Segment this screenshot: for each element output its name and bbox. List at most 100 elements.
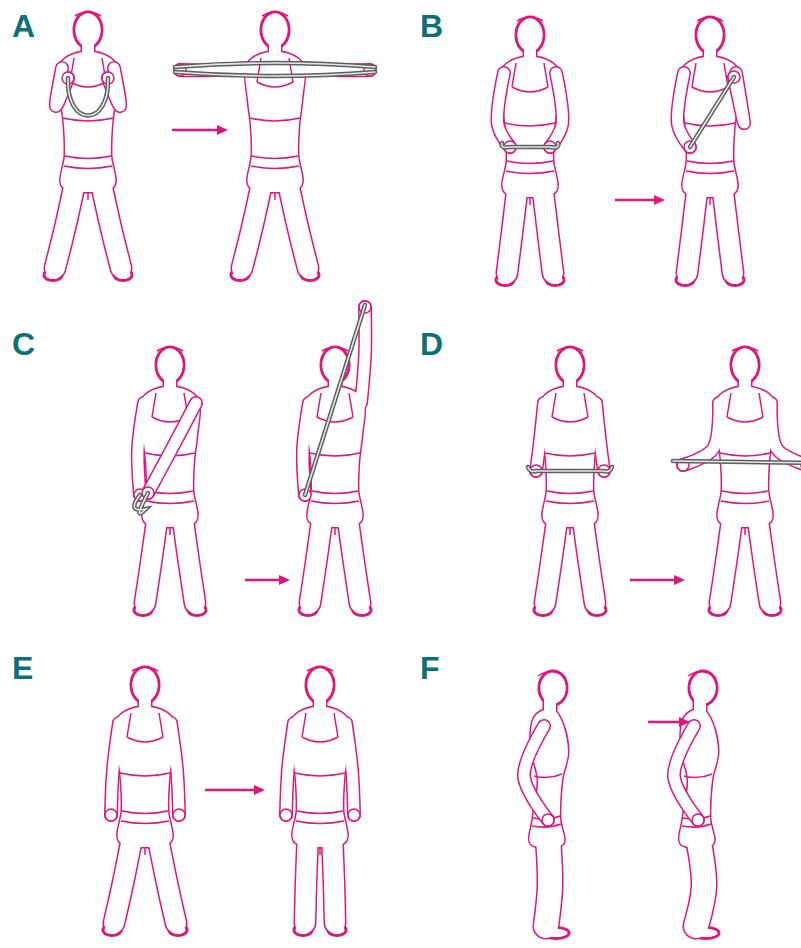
foot <box>330 926 345 934</box>
outfit-line <box>684 774 712 778</box>
foot <box>296 926 311 934</box>
person-figure <box>280 667 360 936</box>
outfit-line <box>87 192 89 200</box>
leg <box>114 833 133 923</box>
arm <box>301 68 370 70</box>
torso <box>58 51 118 192</box>
arm <box>674 726 698 820</box>
torso <box>290 706 350 847</box>
foot <box>46 271 61 279</box>
exercise-band <box>175 63 375 67</box>
torso <box>245 51 305 192</box>
leg <box>687 183 698 273</box>
outfit-line <box>274 192 276 200</box>
outfit-line <box>529 197 531 205</box>
hand <box>542 814 554 826</box>
torso <box>245 51 305 192</box>
outfit-line <box>132 667 158 671</box>
head <box>306 667 334 703</box>
torso <box>305 386 365 527</box>
outfit-line <box>251 166 299 169</box>
head <box>133 669 158 702</box>
foot <box>536 606 551 614</box>
leg <box>310 513 323 603</box>
foot <box>355 606 370 614</box>
leg <box>100 178 121 268</box>
outfit-line <box>121 821 169 824</box>
outfit-line <box>720 453 770 456</box>
head <box>733 349 758 382</box>
panel-letter: B <box>420 10 443 42</box>
exercise-band <box>305 305 365 495</box>
outfit-line <box>759 393 763 417</box>
foot <box>711 606 726 614</box>
arm <box>148 403 196 493</box>
outfit-line <box>552 417 588 422</box>
leg <box>310 513 323 603</box>
arm <box>683 403 719 465</box>
exercise-band <box>305 305 365 495</box>
torso <box>540 386 600 527</box>
person-figure <box>673 347 801 616</box>
head <box>516 17 544 53</box>
arm <box>524 726 548 820</box>
leg <box>305 833 308 923</box>
leg <box>332 833 335 923</box>
hand <box>105 809 117 821</box>
arm <box>550 73 562 147</box>
outfit-line <box>127 737 163 742</box>
foot <box>545 929 568 937</box>
leg <box>114 833 133 923</box>
hand <box>280 809 292 821</box>
arm <box>148 403 196 493</box>
outfit-line <box>70 82 106 87</box>
head <box>556 347 584 383</box>
hand <box>692 814 704 826</box>
foot <box>233 271 248 279</box>
leg <box>546 838 550 926</box>
outfit-line <box>65 156 111 159</box>
torso <box>715 386 775 527</box>
exercise-band <box>673 461 801 463</box>
person-figure <box>524 671 569 939</box>
leg <box>542 183 553 273</box>
person-figure <box>528 347 612 616</box>
outfit-line <box>569 527 571 535</box>
head <box>308 669 333 702</box>
leg <box>347 513 360 603</box>
head <box>558 349 583 382</box>
person-figure <box>134 347 206 616</box>
foot <box>136 606 151 614</box>
leg <box>696 838 704 926</box>
arm <box>550 73 562 147</box>
outfit-line <box>152 393 156 417</box>
outfit-line <box>252 156 298 159</box>
outfit-line <box>296 821 344 824</box>
outfit-line <box>512 87 548 92</box>
outfit-line <box>169 527 171 535</box>
outfit-line <box>727 393 731 417</box>
leg <box>157 833 176 923</box>
head <box>541 673 566 704</box>
outfit-line <box>319 847 321 855</box>
panel-letter: E <box>12 652 33 684</box>
outfit-line <box>544 63 548 87</box>
leg <box>507 183 518 273</box>
exercise-band <box>502 143 559 148</box>
foot <box>765 606 780 614</box>
outfit-line <box>312 491 358 494</box>
arm <box>678 73 690 147</box>
outfit-line <box>512 63 516 87</box>
arm <box>498 73 510 147</box>
leg <box>757 513 770 603</box>
person-figure <box>44 12 132 281</box>
person-figure <box>496 17 564 286</box>
outfit-line <box>688 671 716 678</box>
outfit-line <box>546 501 594 504</box>
outfit-line <box>302 737 338 742</box>
leg <box>145 513 158 603</box>
leg <box>582 513 595 603</box>
arm <box>771 403 801 465</box>
outfit-line <box>317 417 353 422</box>
outfit-line <box>727 417 763 422</box>
